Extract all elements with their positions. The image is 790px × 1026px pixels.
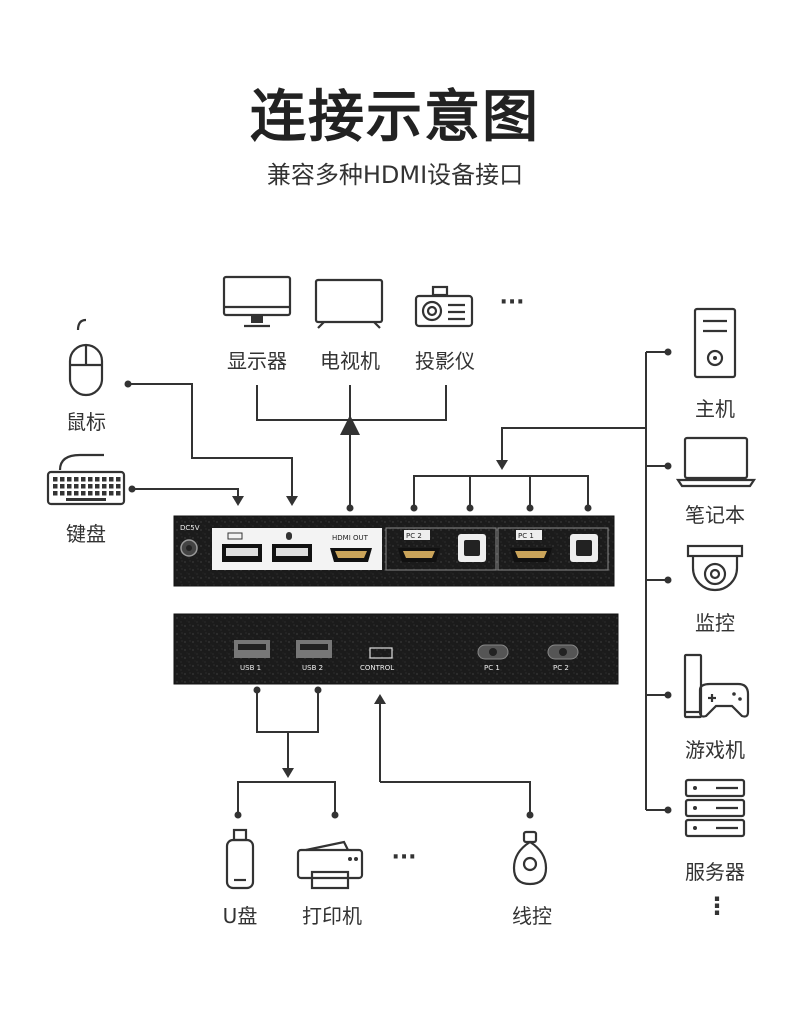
keyboard-key — [109, 491, 114, 496]
svg-text:PC 2: PC 2 — [553, 664, 569, 672]
keyboard-spacebar — [66, 498, 106, 501]
keyboard-key — [88, 477, 93, 482]
hosts-more: ⋮ — [705, 892, 729, 920]
keyboard-key — [95, 491, 100, 496]
monitor-label: 显示器 — [227, 349, 287, 373]
svg-text:DC5V: DC5V — [180, 524, 200, 532]
console-label: 游戏机 — [685, 738, 745, 762]
keyboard-key — [116, 491, 121, 496]
usb-drive-icon — [225, 828, 255, 890]
keyboard-key — [88, 484, 93, 489]
keyboard-icon — [46, 453, 126, 506]
keyboard-label: 键盘 — [66, 522, 106, 546]
svg-text:PC 1: PC 1 — [484, 664, 500, 672]
udisk-label: U盘 — [222, 904, 258, 928]
display-connectors — [256, 385, 447, 512]
pc-label: 主机 — [695, 397, 735, 421]
peripheral-connectors — [234, 686, 534, 819]
laptop-icon — [675, 436, 757, 488]
displays-more: ··· — [499, 290, 525, 315]
input-connectors — [124, 380, 298, 506]
wired-remote-icon — [512, 830, 548, 886]
page-subtitle: 兼容多种HDMI设备接口 — [266, 161, 524, 189]
projector-label: 投影仪 — [415, 349, 475, 373]
keyboard-key — [102, 484, 107, 489]
page-title: 连接示意图 — [250, 85, 540, 150]
server-icon — [684, 778, 746, 838]
keyboard-key — [95, 484, 100, 489]
svg-text:CONTROL: CONTROL — [360, 664, 394, 672]
keyboard-key — [53, 484, 58, 489]
keyboard-key — [81, 477, 86, 482]
projector-icon — [414, 285, 474, 328]
game-console-icon — [683, 653, 750, 719]
keyboard-key — [74, 484, 79, 489]
keyboard-key — [102, 477, 107, 482]
tv-icon — [314, 278, 384, 329]
keyboard-key — [53, 491, 58, 496]
mouse-label: 鼠标 — [66, 410, 106, 434]
keyboard-key — [95, 477, 100, 482]
keyboard-key — [67, 477, 72, 482]
keyboard-key — [116, 484, 121, 489]
tv-label: 电视机 — [320, 349, 380, 373]
keyboard-key — [109, 484, 114, 489]
host-connectors — [410, 348, 672, 814]
keyboard-key — [74, 477, 79, 482]
keyboard-key — [81, 484, 86, 489]
keyboard-key — [67, 491, 72, 496]
svg-text:PC 1: PC 1 — [518, 532, 534, 540]
keyboard-key — [67, 484, 72, 489]
keyboard-key — [88, 491, 93, 496]
svg-text:PC 2: PC 2 — [406, 532, 422, 540]
keyboard-key — [109, 477, 114, 482]
printer-icon — [296, 840, 364, 890]
svg-text:USB 1: USB 1 — [240, 664, 261, 672]
laptop-label: 笔记本 — [685, 503, 745, 527]
mouse-icon — [68, 318, 104, 397]
peripherals-more: ··· — [391, 845, 417, 870]
keyboard-key — [60, 477, 65, 482]
keyboard-key — [60, 491, 65, 496]
printer-label: 打印机 — [302, 904, 362, 928]
monitor-icon — [222, 275, 292, 328]
camera-label: 监控 — [695, 611, 735, 635]
svg-text:HDMI OUT: HDMI OUT — [332, 534, 369, 542]
camera-icon — [686, 544, 744, 592]
svg-text:USB 2: USB 2 — [302, 664, 323, 672]
server-label: 服务器 — [685, 860, 745, 884]
front-panel: DC5V HDMI OUT PC 2 — [173, 515, 615, 587]
keyboard-key — [74, 491, 79, 496]
remote-label: 线控 — [512, 904, 552, 928]
keyboard-key — [81, 491, 86, 496]
keyboard-key — [60, 484, 65, 489]
keyboard-key — [102, 491, 107, 496]
pc-tower-icon — [693, 307, 737, 379]
back-panel: USB 1 USB 2 CONTROL PC 1 PC 2 — [173, 613, 619, 685]
keyboard-key — [116, 477, 121, 482]
keyboard-key — [53, 477, 58, 482]
